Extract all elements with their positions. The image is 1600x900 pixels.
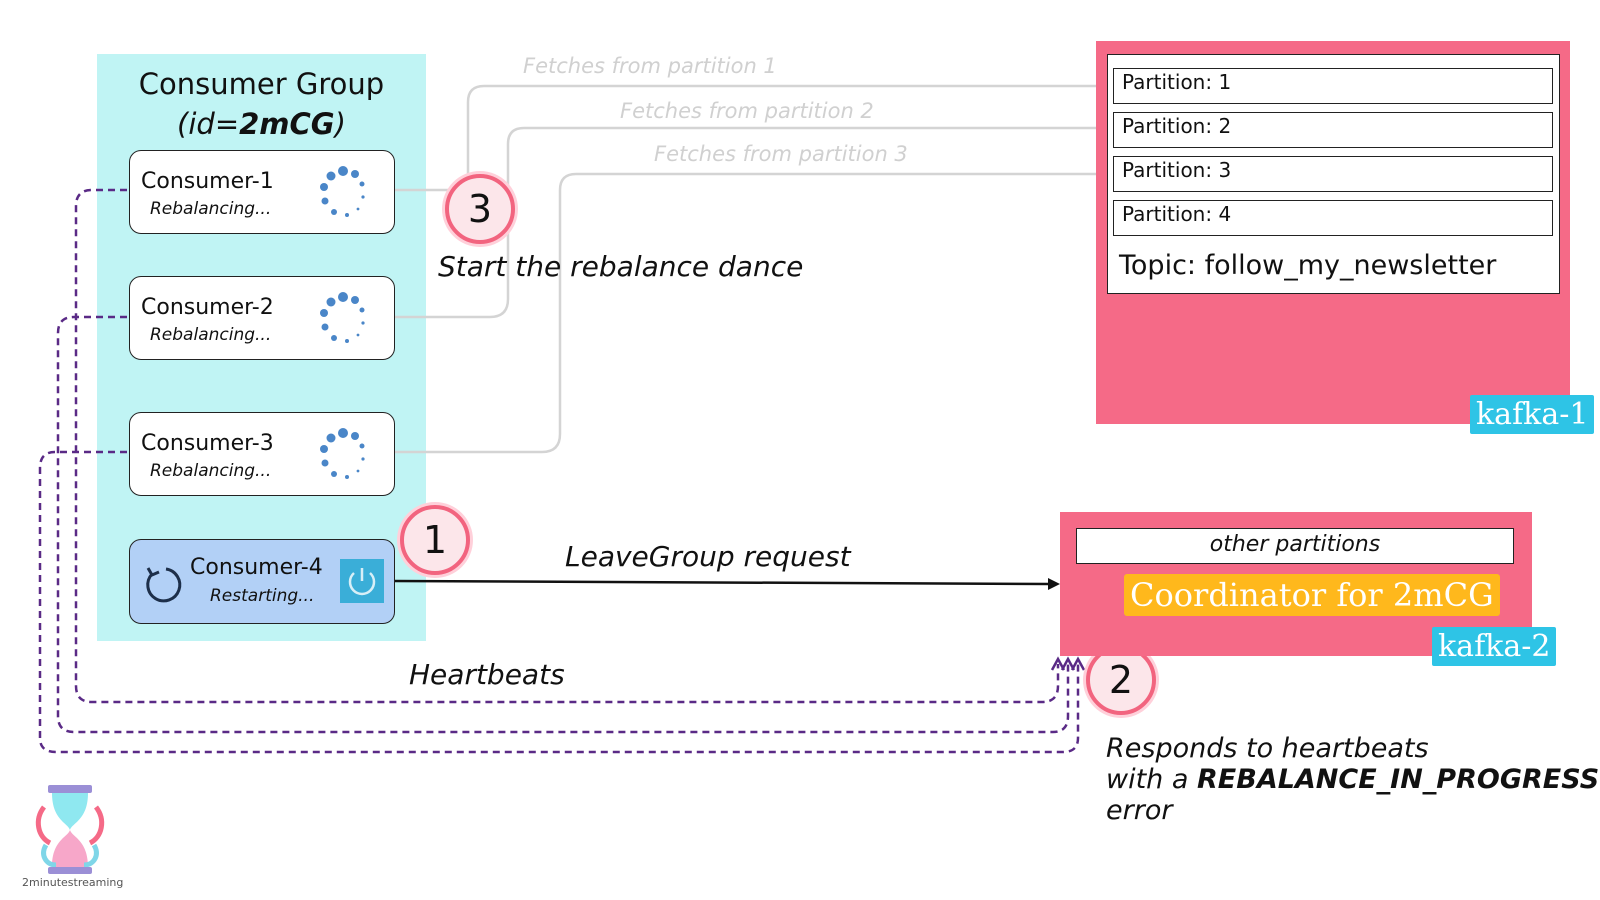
step-badge-1: 1 bbox=[400, 505, 470, 575]
heartbeat-line-consumer-1 bbox=[74, 188, 1060, 704]
coordinator-label: Coordinator for 2mCG bbox=[1124, 574, 1500, 616]
partition-3: Partition: 3 bbox=[1113, 156, 1553, 192]
partition-4: Partition: 4 bbox=[1113, 200, 1553, 236]
consumer-name: Consumer-3 bbox=[141, 431, 274, 456]
topic-name: Topic: follow_my_newsletter bbox=[1119, 250, 1497, 281]
rebalance-dance-label: Start the rebalance dance bbox=[438, 250, 804, 283]
kafka-1-tag: kafka-1 bbox=[1470, 395, 1595, 434]
responds-line-2: with a REBALANCE_IN_PROGRESS bbox=[1106, 764, 1600, 795]
consumer-card-3: Consumer-3 Rebalancing... bbox=[129, 412, 395, 496]
logo-wordmark: 2minutestreaming bbox=[22, 876, 124, 889]
loading-spinner-icon bbox=[320, 292, 365, 343]
consumer-card-2: Consumer-2 Rebalancing... bbox=[129, 276, 395, 360]
consumer-card-4: Consumer-4 Restarting... bbox=[129, 539, 395, 624]
hourglass-logo-icon bbox=[35, 785, 105, 874]
heartbeat-line-consumer-3 bbox=[38, 450, 1080, 754]
fetch-line-partition-3 bbox=[393, 172, 1113, 454]
fetch-label-partition-2: Fetches from partition 2 bbox=[620, 99, 874, 123]
consumer-name: Consumer-2 bbox=[141, 295, 274, 320]
consumer-group-id-value: 2mCG bbox=[239, 107, 335, 141]
restart-icon bbox=[146, 567, 182, 603]
consumer-group-title: Consumer Group (id=2mCG) bbox=[97, 64, 426, 144]
leavegroup-arrow-head bbox=[1048, 578, 1060, 590]
heartbeat-line-consumer-2 bbox=[56, 315, 1070, 734]
other-partitions-box: other partitions bbox=[1076, 528, 1514, 564]
leavegroup-arrow-line bbox=[392, 579, 1051, 586]
consumer-group-label: Consumer Group bbox=[138, 67, 385, 101]
heartbeat-arrow-1 bbox=[1050, 656, 1066, 671]
responds-caption: Responds to heartbeats with a REBALANCE_… bbox=[1106, 733, 1599, 826]
partition-1: Partition: 1 bbox=[1113, 68, 1553, 104]
heartbeat-arrow-2 bbox=[1060, 656, 1076, 671]
loading-spinner-icon bbox=[320, 166, 365, 217]
heartbeats-label: Heartbeats bbox=[409, 658, 565, 691]
kafka-2-tag: kafka-2 bbox=[1432, 627, 1557, 666]
consumer-card-1: Consumer-1 Rebalancing... bbox=[129, 150, 395, 234]
loading-spinner-icon bbox=[320, 428, 365, 479]
rebalance-error-code: REBALANCE_IN_PROGRESS bbox=[1197, 764, 1600, 795]
power-button-icon bbox=[340, 559, 384, 603]
fetch-label-partition-3: Fetches from partition 3 bbox=[654, 142, 908, 166]
fetch-label-partition-1: Fetches from partition 1 bbox=[523, 54, 777, 78]
leavegroup-label: LeaveGroup request bbox=[565, 540, 851, 573]
consumer-status: Rebalancing... bbox=[150, 199, 272, 219]
consumer-name: Consumer-1 bbox=[141, 169, 274, 194]
heartbeat-arrow-3 bbox=[1070, 656, 1086, 671]
consumer-name: Consumer-4 bbox=[190, 555, 323, 580]
consumer-status: Restarting... bbox=[210, 586, 315, 606]
consumer-status: Rebalancing... bbox=[150, 461, 272, 481]
step-badge-3: 3 bbox=[445, 174, 515, 244]
fetch-line-partition-1 bbox=[393, 84, 1113, 192]
responds-line-3: error bbox=[1106, 795, 1173, 826]
responds-line-1: Responds to heartbeats bbox=[1106, 733, 1429, 764]
partition-2: Partition: 2 bbox=[1113, 112, 1553, 148]
consumer-status: Rebalancing... bbox=[150, 325, 272, 345]
consumer-group-id: (id=2mCG) bbox=[177, 107, 346, 141]
